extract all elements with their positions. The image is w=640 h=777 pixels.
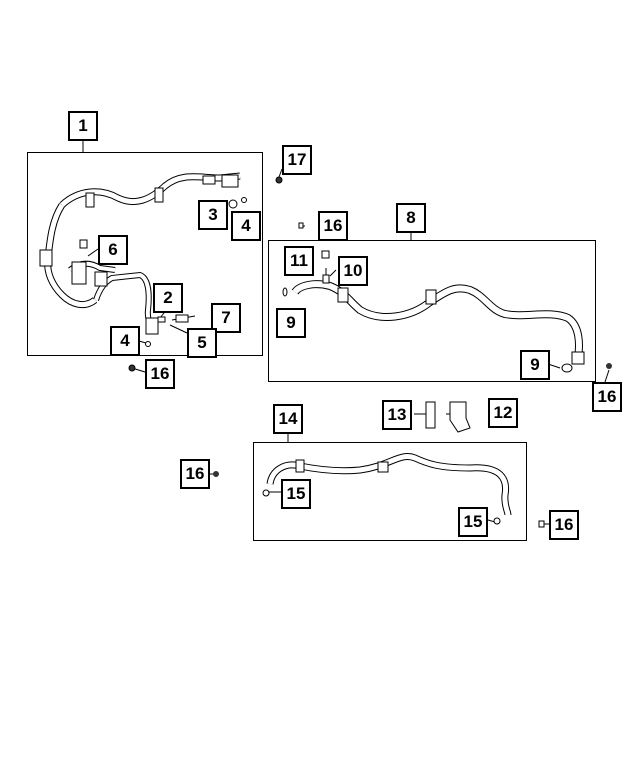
callout-4-lower[interactable]: 4 <box>110 326 140 356</box>
fitting <box>145 317 159 335</box>
callout-13[interactable]: 13 <box>382 400 412 430</box>
o-ring-part-15 <box>262 489 270 497</box>
o-ring-part-9-right <box>561 363 573 373</box>
callout-16-top[interactable]: 16 <box>318 211 348 241</box>
small-parts-group-1 <box>128 176 283 372</box>
callout-8[interactable]: 8 <box>396 203 426 233</box>
hose-clamp <box>377 461 389 473</box>
callout-15-right[interactable]: 15 <box>458 507 488 537</box>
hose-clamp <box>154 187 164 203</box>
callout-16-right[interactable]: 16 <box>592 382 622 412</box>
group-14-frame <box>253 442 527 541</box>
leader-line-6 <box>87 248 99 257</box>
valve-part-10 <box>322 274 330 284</box>
hose-clamp <box>337 287 349 303</box>
nut-part-16-bottom <box>538 520 545 528</box>
end-fitting <box>221 174 239 188</box>
group-1-frame <box>27 152 263 356</box>
callout-2[interactable]: 2 <box>153 283 183 313</box>
sensor-part-13 <box>425 401 436 429</box>
callout-12[interactable]: 12 <box>488 398 518 428</box>
callout-11[interactable]: 11 <box>284 246 314 276</box>
hose-assembly-8 <box>282 222 612 373</box>
sensor-part-2 <box>157 316 166 323</box>
callout-6[interactable]: 6 <box>98 235 128 265</box>
fitting <box>94 271 108 287</box>
callout-15[interactable]: 15 <box>281 479 311 509</box>
o-ring-part-9 <box>282 287 288 297</box>
callout-4[interactable]: 4 <box>231 211 261 241</box>
callout-16-left[interactable]: 16 <box>180 459 210 489</box>
group-8-frame <box>268 240 596 382</box>
hose-clamp <box>85 192 95 208</box>
callout-5[interactable]: 5 <box>187 328 217 358</box>
callout-14[interactable]: 14 <box>273 404 303 434</box>
o-ring-part-4-small <box>241 197 247 203</box>
callout-1[interactable]: 1 <box>68 111 98 141</box>
o-ring-part-4 <box>228 199 238 209</box>
leader-line-5 <box>169 324 188 334</box>
hose-clamp <box>295 459 305 473</box>
fitting <box>39 249 53 267</box>
callout-17[interactable]: 17 <box>282 145 312 175</box>
leader-line-10 <box>329 269 337 277</box>
bracket-parts <box>425 401 471 433</box>
leader-line-9b <box>547 363 561 369</box>
leader-line-4b <box>138 340 147 344</box>
hose-clamp <box>425 289 437 305</box>
callout-3[interactable]: 3 <box>198 200 228 230</box>
hose-clamp <box>202 175 216 185</box>
callout-16-bottom[interactable]: 16 <box>549 510 579 540</box>
callout-10[interactable]: 10 <box>338 256 368 286</box>
nut-part-16 <box>128 364 136 372</box>
callout-9-right[interactable]: 9 <box>520 350 550 380</box>
switch-part-7 <box>175 314 189 323</box>
port-cap <box>79 239 88 249</box>
nut-part-16-right <box>606 363 612 369</box>
nut-part-16-left <box>213 471 219 477</box>
hose-assembly-14 <box>213 453 545 528</box>
valve-block <box>71 261 87 285</box>
callout-16-lower-left[interactable]: 16 <box>145 359 175 389</box>
o-ring-part-4-lower <box>145 341 151 347</box>
hose-assembly-1 <box>39 172 241 335</box>
nut-part-17 <box>275 176 283 184</box>
leader-line-17 <box>278 168 283 178</box>
callout-9[interactable]: 9 <box>276 308 306 338</box>
leader-line-16c <box>604 369 610 383</box>
o-ring-part-15-right <box>493 517 501 525</box>
end-fitting <box>571 351 585 365</box>
nut-part-16-top <box>298 222 304 229</box>
bracket-part-12 <box>449 401 471 433</box>
nut-part-11 <box>321 250 330 259</box>
